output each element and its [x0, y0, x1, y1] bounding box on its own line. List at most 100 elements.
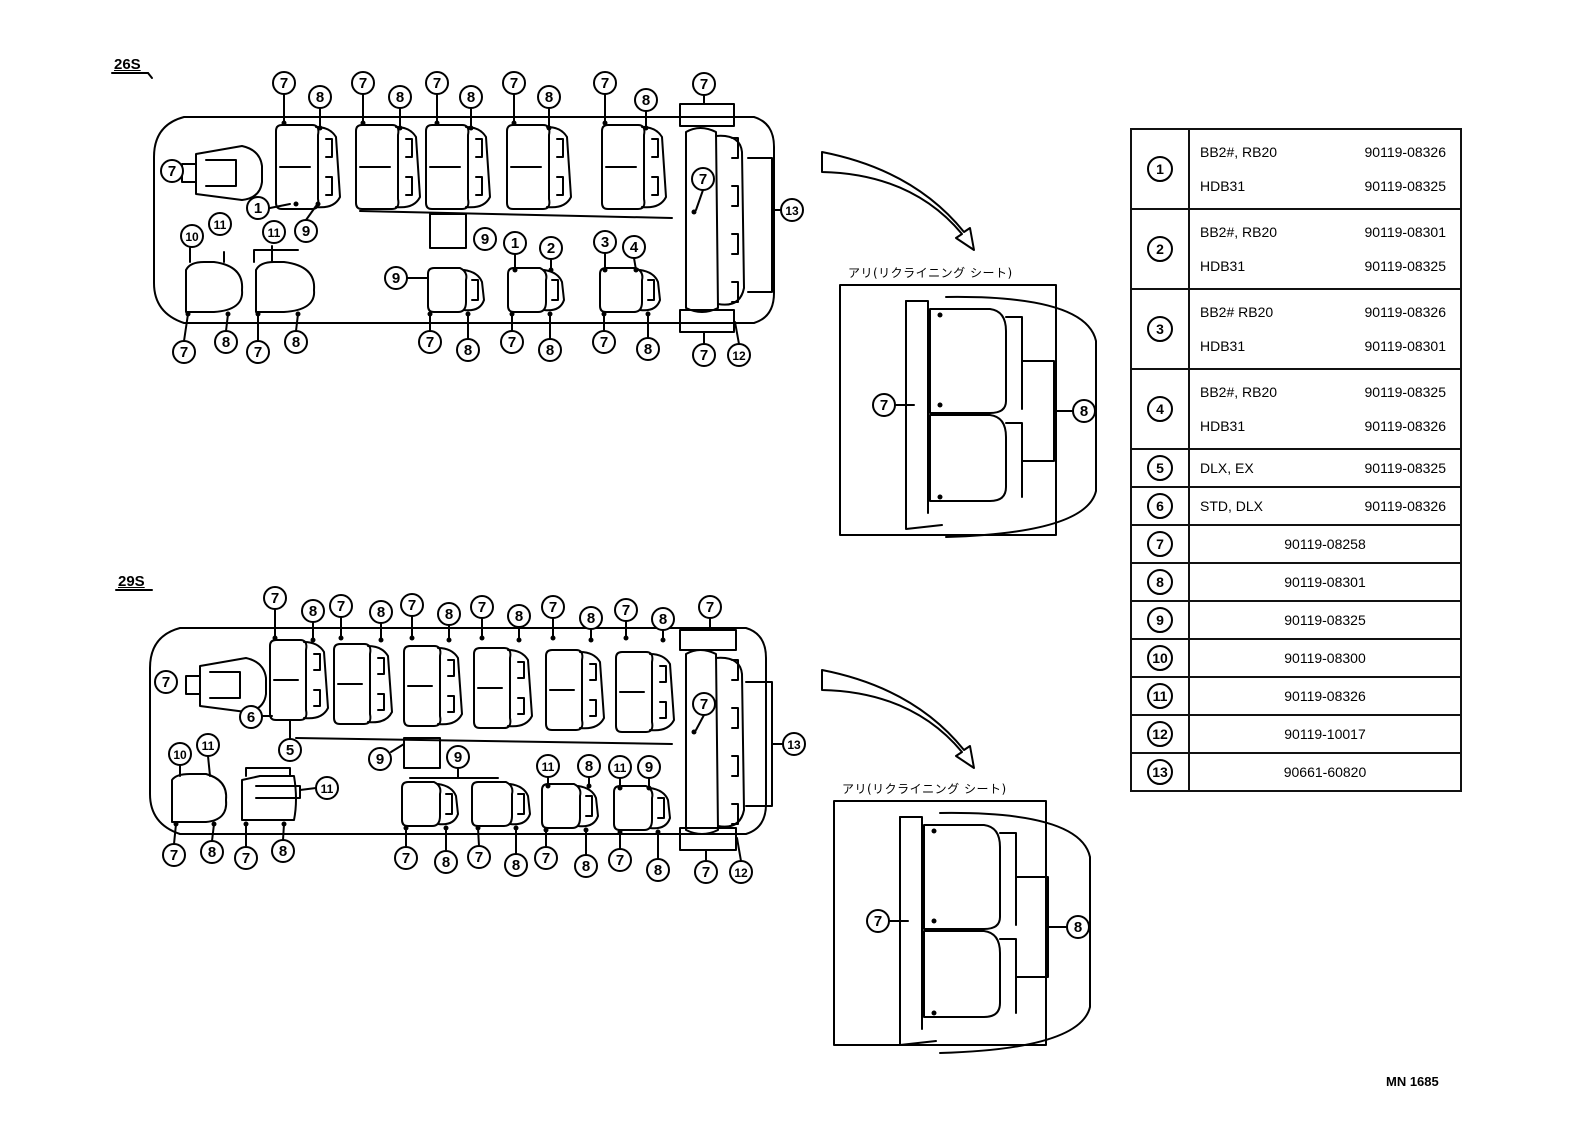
- callout-circle: [780, 198, 804, 222]
- seat-backrest: [507, 649, 533, 728]
- seat-cushion: [425, 124, 470, 210]
- bolt-point: [427, 311, 433, 317]
- leader-line: [299, 787, 317, 791]
- callout-7: 7: [694, 860, 718, 884]
- bolt-point: [645, 311, 651, 317]
- callout-9: 9: [637, 755, 661, 779]
- callout-7: 7: [418, 330, 442, 354]
- callout-circle: [1072, 399, 1096, 423]
- seat-backrest: [465, 126, 491, 209]
- seat-backrest: [315, 126, 341, 209]
- callout-number: 7: [616, 852, 624, 869]
- bolt-point: [623, 635, 629, 641]
- seat-backrest: [649, 653, 675, 732]
- callout-circle: [154, 670, 178, 694]
- seat-backrest: [641, 126, 667, 209]
- rear-bench-back: [715, 134, 745, 306]
- seat-leg: [245, 767, 291, 777]
- callout-7: 7: [162, 843, 186, 867]
- rear-bench-detail: [731, 803, 739, 825]
- callout-7: 7: [160, 159, 184, 183]
- callout-8: 8: [574, 854, 598, 878]
- callout-7: 7: [329, 594, 353, 618]
- bolt-point: [547, 311, 553, 317]
- bolt-point: [281, 120, 287, 126]
- rear-bench-detail: [731, 659, 739, 681]
- part-model: BB2#, RB20: [1200, 224, 1278, 240]
- seat-detail: [313, 653, 321, 671]
- inset-seat: [923, 930, 1001, 1018]
- callout-number: 7: [702, 864, 710, 881]
- callout-number: 5: [286, 742, 294, 759]
- callout-number: 8: [442, 854, 450, 871]
- seat-detail: [589, 663, 597, 681]
- callout-5: 5: [278, 738, 302, 762]
- part-model: HDB31: [1200, 178, 1246, 194]
- callout-number: 3: [601, 234, 609, 251]
- part-code: 90119-08326: [1364, 304, 1446, 320]
- leader-line: [211, 823, 215, 842]
- callout-10: 10: [168, 742, 192, 766]
- bolt-point: [434, 120, 440, 126]
- inset-outline: [939, 811, 1091, 1054]
- leader-line: [1021, 360, 1055, 462]
- seat-detail: [405, 138, 413, 158]
- leader-line: [745, 681, 773, 807]
- callout-11: 11: [196, 733, 220, 757]
- bolt-point: [317, 125, 323, 131]
- seat-backrest: [639, 269, 661, 312]
- callout-9: 9: [368, 747, 392, 771]
- part-code: 90119-08326: [1364, 418, 1446, 434]
- callout-number: 7: [242, 850, 250, 867]
- callout-number: 8: [644, 341, 652, 358]
- section-label-26s: 26S: [114, 56, 141, 73]
- part-callout-number: 3: [1147, 316, 1173, 342]
- part-model: HDB31: [1200, 258, 1246, 274]
- seat-detail: [313, 689, 321, 707]
- seat-backrest: [577, 785, 599, 828]
- part-number-cell: 7: [1130, 524, 1190, 564]
- seat-cushion: [613, 785, 654, 831]
- callout-7: 7: [470, 595, 494, 619]
- bolt-point: [617, 785, 623, 791]
- callout-number: 7: [168, 163, 176, 180]
- part-callout-number: 6: [1147, 493, 1173, 519]
- leader-line: [736, 837, 742, 862]
- callout-number: 7: [700, 347, 708, 364]
- callout-number: 7: [549, 599, 557, 616]
- seat-leg: [189, 247, 225, 263]
- bolt-point: [931, 1010, 937, 1016]
- callout-8: 8: [646, 858, 670, 882]
- section-label-29s: 29S: [118, 573, 145, 590]
- part-model: BB2#, RB20: [1200, 144, 1278, 160]
- callout-number: 11: [214, 218, 227, 232]
- bolt-point: [937, 402, 943, 408]
- rear-bracket: [679, 103, 735, 127]
- callout-7: 7: [592, 330, 616, 354]
- callout-number: 7: [700, 76, 708, 93]
- callout-8: 8: [538, 338, 562, 362]
- part-number-cell: 4: [1130, 368, 1190, 450]
- callout-number: 8: [377, 604, 385, 621]
- bolt-point: [211, 821, 217, 827]
- part-number-cell: 3: [1130, 288, 1190, 370]
- leader-line: [734, 321, 740, 345]
- seat-cushion: [599, 267, 644, 313]
- bolt-point: [185, 311, 191, 317]
- bolt-point: [378, 637, 384, 643]
- callout-number: 7: [622, 602, 630, 619]
- leader-line: [747, 157, 773, 293]
- seat-backrest: [303, 641, 329, 720]
